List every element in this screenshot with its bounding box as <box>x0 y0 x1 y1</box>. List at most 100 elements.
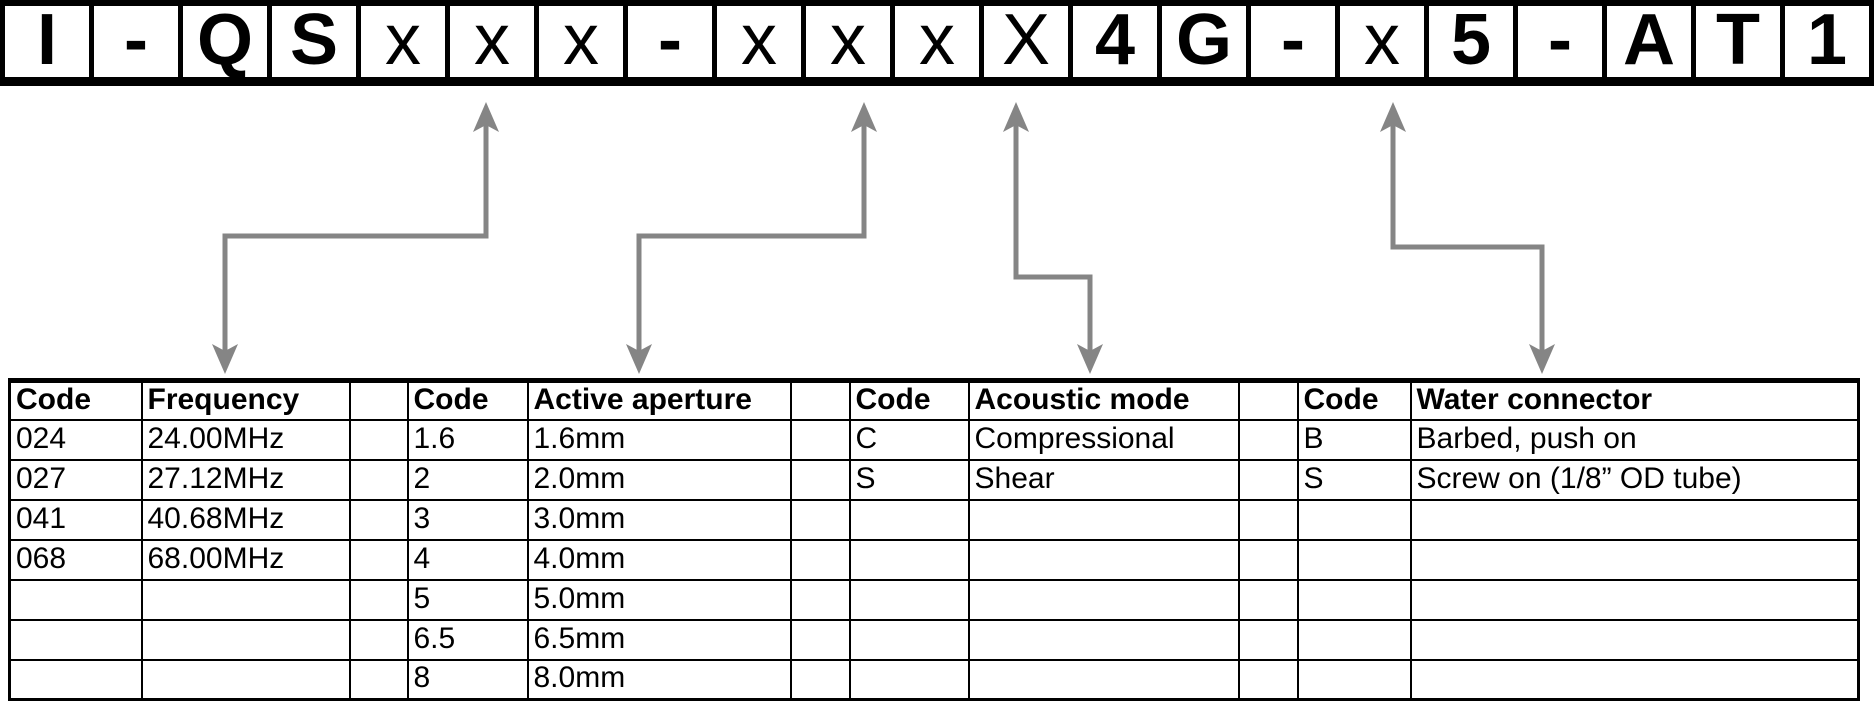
part-number-cell: x <box>1340 4 1429 77</box>
table-row: 5 5.0mm <box>8 578 1860 621</box>
spacer-cell <box>1237 618 1299 661</box>
table-cell <box>967 658 1240 701</box>
frequency-down-arrowhead <box>212 344 238 374</box>
table-cell: 1.6mm <box>526 418 792 461</box>
table-cell <box>8 658 143 701</box>
header-water-connector: Water connector <box>1409 379 1860 421</box>
table-cell <box>848 538 970 581</box>
table-cell: 2 <box>406 458 529 501</box>
part-number-cell: - <box>1251 4 1340 77</box>
table-cell <box>848 618 970 661</box>
table-cell: S <box>1296 458 1412 501</box>
table-cell <box>8 578 143 621</box>
spacer-cell <box>348 578 409 621</box>
acoustic-mode-down-arrowhead <box>1077 344 1103 374</box>
spacer-cell <box>789 379 851 421</box>
part-number-cell: Q <box>183 4 272 77</box>
part-number-cell: x <box>717 4 806 77</box>
table-cell <box>967 578 1240 621</box>
table-row: 024 24.00MHz 1.6 1.6mm C Compressional B… <box>8 418 1860 461</box>
table-cell: 5 <box>406 578 529 621</box>
spacer-cell <box>348 538 409 581</box>
part-number-cell: x <box>806 4 895 77</box>
code-header-aperture: Code <box>406 379 529 421</box>
table-cell: 2.0mm <box>526 458 792 501</box>
part-number-row: I - Q S x x x - x x x X 4 G - x 5 - A T … <box>0 0 1874 86</box>
table-row: 027 27.12MHz 2 2.0mm S Shear S Screw on … <box>8 458 1860 501</box>
table-cell <box>1409 498 1860 541</box>
table-cell: 40.68MHz <box>140 498 351 541</box>
table-cell: 6.5 <box>406 618 529 661</box>
spacer-cell <box>1237 658 1299 701</box>
table-cell: 5.0mm <box>526 578 792 621</box>
acoustic-mode-up-arrowhead <box>1003 102 1029 132</box>
part-number-cell: 1 <box>1785 4 1869 77</box>
table-cell: 3.0mm <box>526 498 792 541</box>
table-row: 041 40.68MHz 3 3.0mm <box>8 498 1860 541</box>
table-cell: 041 <box>8 498 143 541</box>
table-cell <box>1296 578 1412 621</box>
table-row: 068 68.00MHz 4 4.0mm <box>8 538 1860 581</box>
spacer-cell <box>1237 458 1299 501</box>
table-cell <box>1409 538 1860 581</box>
part-number-cell: A <box>1607 4 1696 77</box>
code-header-water-connector: Code <box>1296 379 1412 421</box>
table-cell <box>967 538 1240 581</box>
spacer-cell <box>1237 498 1299 541</box>
table-cell <box>848 578 970 621</box>
table-cell <box>140 578 351 621</box>
spacer-cell <box>348 418 409 461</box>
header-acoustic-mode: Acoustic mode <box>967 379 1240 421</box>
part-number-cell: - <box>1518 4 1607 77</box>
table-cell: 4.0mm <box>526 538 792 581</box>
part-number-cell: - <box>94 4 183 77</box>
spacer-cell <box>789 458 851 501</box>
part-number-cell: x <box>895 4 984 77</box>
header-active-aperture: Active aperture <box>526 379 792 421</box>
spacer-cell <box>1237 538 1299 581</box>
table-cell: Compressional <box>967 418 1240 461</box>
table-cell <box>848 498 970 541</box>
part-number-cell: G <box>1162 4 1251 77</box>
table-cell <box>1409 578 1860 621</box>
part-number-cell: T <box>1696 4 1785 77</box>
table-cell: 8.0mm <box>526 658 792 701</box>
spacer-cell <box>789 418 851 461</box>
table-cell: 27.12MHz <box>140 458 351 501</box>
table-cell: 024 <box>8 418 143 461</box>
table-cell <box>1296 498 1412 541</box>
table-cell <box>1409 658 1860 701</box>
part-number-cell: X <box>984 4 1073 77</box>
table-cell <box>1296 658 1412 701</box>
spacer-cell <box>789 538 851 581</box>
part-number-cell: 4 <box>1073 4 1162 77</box>
part-number-cell: x <box>539 4 628 77</box>
table-cell: 027 <box>8 458 143 501</box>
spacer-cell <box>348 618 409 661</box>
spacer-cell <box>789 578 851 621</box>
spacer-cell <box>348 379 409 421</box>
table-row: 6.5 6.5mm <box>8 618 1860 661</box>
table-cell <box>8 618 143 661</box>
spacer-cell <box>348 458 409 501</box>
spacer-cell <box>1237 418 1299 461</box>
table-cell <box>1296 618 1412 661</box>
table-cell <box>140 618 351 661</box>
frequency-up-arrowhead <box>473 102 499 132</box>
table-cell: Shear <box>967 458 1240 501</box>
spacer-cell <box>348 498 409 541</box>
spacer-cell <box>789 498 851 541</box>
table-cell <box>1296 538 1412 581</box>
frequency-connector-line <box>222 120 489 352</box>
spacer-cell <box>789 658 851 701</box>
table-cell: 24.00MHz <box>140 418 351 461</box>
table-cell: B <box>1296 418 1412 461</box>
table-cell <box>848 658 970 701</box>
aperture-down-arrowhead <box>626 344 652 374</box>
table-cell <box>140 658 351 701</box>
code-header-frequency: Code <box>8 379 143 421</box>
spacer-cell <box>1237 578 1299 621</box>
part-number-cell: I <box>5 4 94 77</box>
part-number-cell: x <box>450 4 539 77</box>
